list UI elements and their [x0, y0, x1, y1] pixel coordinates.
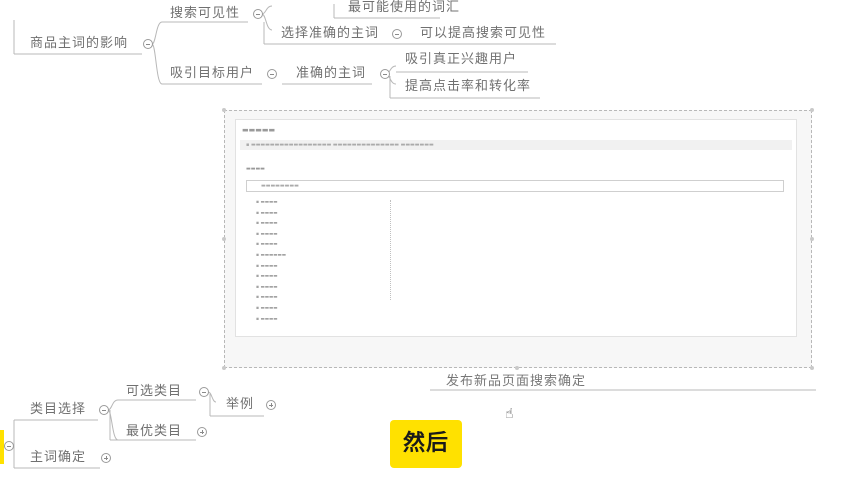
- node-choose-accurate-main-word[interactable]: 选择准确的主词: [281, 26, 380, 41]
- collapse-toggle-left[interactable]: [4, 441, 14, 451]
- screenshot-blurred-title: ▬▬▬▬▬: [242, 126, 276, 134]
- resize-handle[interactable]: [222, 366, 226, 370]
- screenshot-content: ▬▬▬▬▬ ▪ ▬▬▬▬▬▬▬▬▬▬▬▬▬▬▬▬▬ ▬▬▬▬▬▬▬▬▬▬▬▬▬▬…: [235, 119, 797, 337]
- resize-handle[interactable]: [222, 108, 226, 112]
- selected-node-edge: [0, 430, 4, 464]
- node-search-visibility[interactable]: 搜索可见性: [170, 6, 241, 21]
- resize-handle[interactable]: [515, 366, 519, 370]
- screenshot-caption[interactable]: 发布新品页面搜索确定: [446, 374, 587, 389]
- expand-toggle-main-word-confirm[interactable]: [101, 453, 111, 463]
- node-best-category[interactable]: 最优类目: [126, 424, 183, 439]
- then-label-button[interactable]: 然后: [390, 420, 462, 468]
- node-most-likely-words[interactable]: 最可能使用的词汇: [348, 0, 461, 15]
- collapse-toggle-category-select[interactable]: [99, 405, 109, 415]
- resize-handle[interactable]: [810, 237, 814, 241]
- expand-toggle-best-category[interactable]: [197, 427, 207, 437]
- collapse-toggle-accurate-main-word[interactable]: [380, 69, 390, 79]
- screenshot-blurred-list: ▪ ▬▬▬▬▪ ▬▬▬▬▪ ▬▬▬▬▪ ▬▬▬▬ ▪ ▬▬▬▬▪ ▬▬▬▬▬▬▪…: [256, 200, 286, 322]
- collapse-toggle-choose-main-word[interactable]: [392, 29, 402, 39]
- resize-handle[interactable]: [810, 108, 814, 112]
- screenshot-blurred-search: ▬▬▬▬▬▬▬▬: [246, 180, 784, 192]
- node-improve-search-visibility[interactable]: 可以提高搜索可见性: [420, 26, 547, 41]
- resize-handle[interactable]: [810, 366, 814, 370]
- collapse-toggle-attract-users[interactable]: [267, 69, 277, 79]
- hand-cursor-icon: ☝: [505, 406, 514, 422]
- screenshot-divider: [390, 200, 391, 300]
- screenshot-blurred-subtitle: ▬▬▬▬: [246, 166, 265, 172]
- node-improve-ctr-conversion[interactable]: 提高点击率和转化率: [405, 79, 532, 94]
- collapse-toggle-optional-category[interactable]: [199, 387, 209, 397]
- node-root-main-word-impact[interactable]: 商品主词的影响: [30, 36, 129, 51]
- embedded-screenshot[interactable]: ▬▬▬▬▬ ▪ ▬▬▬▬▬▬▬▬▬▬▬▬▬▬▬▬▬ ▬▬▬▬▬▬▬▬▬▬▬▬▬▬…: [222, 108, 814, 370]
- node-attract-interested-users[interactable]: 吸引真正兴趣用户: [405, 52, 518, 67]
- node-attract-target-users[interactable]: 吸引目标用户: [170, 66, 255, 81]
- node-main-word-confirm[interactable]: 主词确定: [30, 450, 87, 465]
- collapse-toggle-search-visibility[interactable]: [253, 9, 263, 19]
- collapse-toggle-root[interactable]: [143, 39, 153, 49]
- node-category-select[interactable]: 类目选择: [30, 402, 87, 417]
- node-example[interactable]: 举例: [226, 397, 255, 412]
- expand-toggle-example[interactable]: [266, 400, 276, 410]
- node-optional-category[interactable]: 可选类目: [126, 384, 183, 399]
- screenshot-blurred-path: ▪ ▬▬▬▬▬▬▬▬▬▬▬▬▬▬▬▬▬ ▬▬▬▬▬▬▬▬▬▬▬▬▬▬ ▬▬▬▬▬…: [240, 140, 792, 150]
- node-accurate-main-word[interactable]: 准确的主词: [296, 66, 367, 81]
- resize-handle[interactable]: [222, 237, 226, 241]
